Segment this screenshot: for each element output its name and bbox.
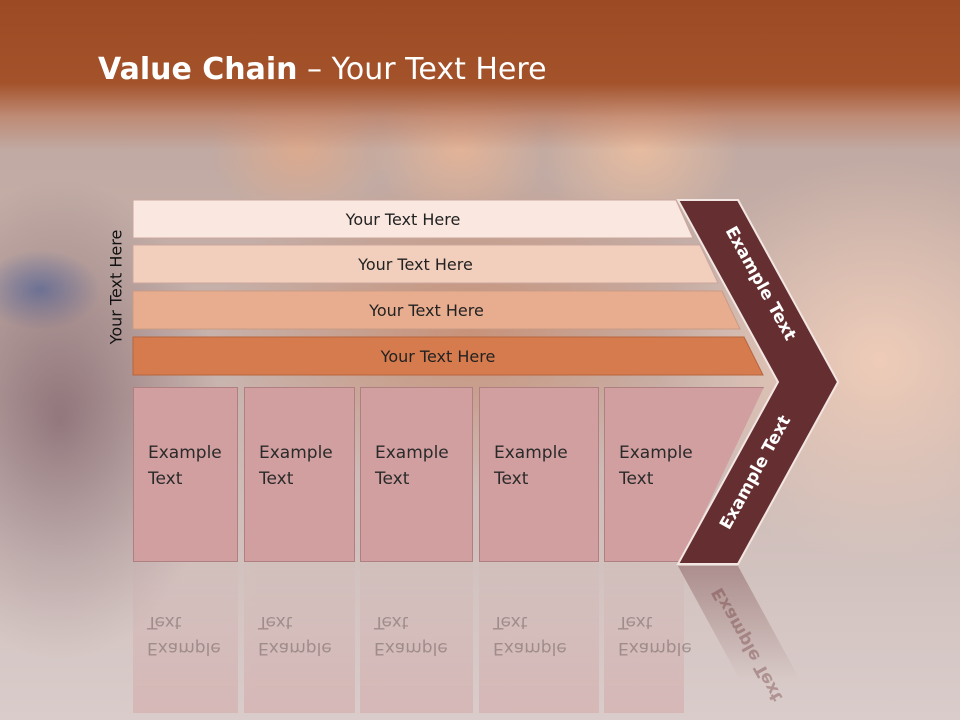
ref-2-line1: Example (258, 638, 332, 658)
ref-2-line2: Text (258, 612, 293, 632)
bar-3-label: Your Text Here (369, 300, 484, 320)
box-2-reflection: Example Text (244, 563, 355, 713)
box-1-reflection: Example Text (133, 563, 238, 713)
bar-1-label: Your Text Here (345, 209, 461, 229)
ref-4-line2: Text (493, 612, 528, 632)
box-3-reflection: Example Text (360, 563, 473, 713)
box-5-line2: Text (619, 469, 654, 489)
box-1-line1: Example (148, 443, 222, 463)
box-2-line1: Example (259, 443, 333, 463)
slide-title: Value Chain – Your Text Here (98, 52, 547, 87)
box-2-line2: Text (259, 469, 294, 489)
title-banner: Value Chain – Your Text Here (0, 0, 960, 150)
box-4-reflection: Example Text (479, 563, 599, 713)
ref-1-line1: Example (147, 638, 221, 658)
ref-1-line2: Text (147, 612, 182, 632)
bar-4-label: Your Text Here (380, 346, 496, 366)
ref-3-line1: Example (374, 638, 448, 658)
ref-3-line2: Text (374, 612, 409, 632)
bar-3: Your Text Here (133, 291, 740, 329)
ref-5-line1: Example (618, 638, 692, 658)
box-1-line2: Text (148, 469, 183, 489)
title-rest: – Your Text Here (297, 52, 547, 87)
box-3-line2: Text (375, 469, 410, 489)
ref-4-line1: Example (493, 638, 567, 658)
side-label-text: Your Text Here (106, 229, 126, 345)
box-5-line1: Example (619, 443, 693, 463)
box-4-line1: Example (494, 443, 568, 463)
box-4-line2: Text (494, 469, 529, 489)
title-strong: Value Chain (98, 52, 298, 87)
bar-2-label: Your Text Here (358, 254, 473, 274)
bar-1: Your Text Here (133, 200, 693, 238)
box-3-line1: Example (375, 443, 449, 463)
box-5-reflection: Example Text (604, 563, 692, 713)
ref-5-line2: Text (618, 612, 653, 632)
bar-2: Your Text Here (133, 245, 718, 283)
bar-4: Your Text Here (133, 337, 763, 375)
